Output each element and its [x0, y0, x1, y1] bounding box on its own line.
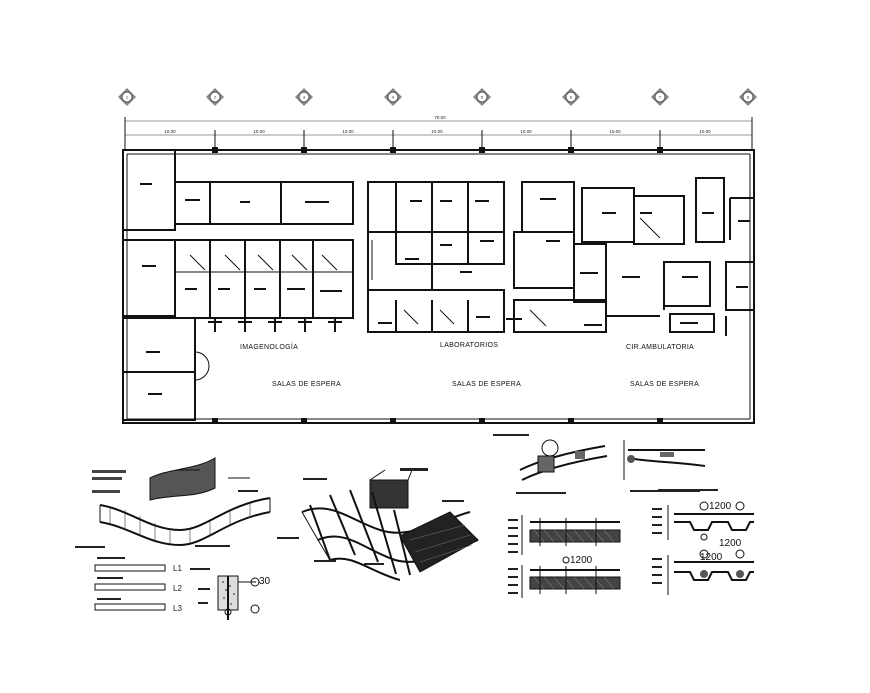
cir-ambulatoria-block: [513, 177, 755, 336]
zone-label-laboratorios: LABORATORIOS: [440, 342, 498, 349]
axis-label: 5: [481, 95, 484, 100]
waiting-room-right: SALAS DE ESPERA: [630, 381, 699, 388]
bay-dimension-3: 10.00: [342, 129, 354, 134]
section-legend: L1 L2 L3: [94, 557, 182, 613]
dimension-lines: 70.00 10.00 10.00 10.00 10.00 10.00 10.0…: [124, 115, 753, 150]
laboratorios-block: [367, 181, 505, 333]
axis-bubble-1: 1: [118, 88, 136, 106]
canopy-detail-center: [277, 468, 479, 581]
structural-columns: [212, 147, 663, 424]
axis-label: 1: [126, 95, 129, 100]
panel-dimension-right-mid: 1200: [719, 538, 742, 549]
axis-label: 6: [570, 95, 573, 100]
zone-label-cir-ambulatoria: CIR.AMBULATORIA: [626, 344, 694, 351]
overall-dimension: 70.00: [434, 115, 446, 120]
zone-label-imagenologia: IMAGENOLOGÍA: [240, 342, 298, 351]
bay-dimension-4: 10.00: [431, 129, 443, 134]
bay-dimension-5: 10.00: [520, 129, 532, 134]
bay-dimension-ticks: [124, 117, 753, 150]
axis-label: 2: [214, 95, 217, 100]
panel-section-right: 1200 1200 1200: [652, 489, 754, 595]
bay-dimension-6: 10.00: [609, 129, 621, 134]
panel-dimension-right-bottom: 1200: [700, 552, 723, 563]
clip-detail-right: [623, 440, 706, 492]
bay-dimension-7: 10.00: [699, 129, 711, 134]
axis-bubble-2: 2: [206, 88, 224, 106]
room-tag-marks: [140, 183, 750, 395]
canopy-detail-left: [75, 457, 271, 548]
clip-detail-top: [493, 434, 608, 494]
panel-dimension-right-top: 1200: [709, 501, 732, 512]
axis-bubble-6: 6: [562, 88, 580, 106]
axis-label: 8: [747, 95, 750, 100]
axis-bubble-4: 4: [384, 88, 402, 106]
waiting-room-center: SALAS DE ESPERA: [452, 381, 521, 388]
axis-label: 4: [392, 95, 395, 100]
imagenologia-block: [122, 149, 354, 421]
bay-dimension-2: 10.00: [253, 129, 265, 134]
axis-bubbles: 1 2 3 4 5 6 7 8: [118, 88, 757, 106]
axis-label: 7: [659, 95, 662, 100]
anchor-detail: 30: [190, 568, 271, 620]
panel-dimension-top: 1200: [570, 555, 593, 566]
axis-label: 3: [303, 95, 306, 100]
svg-text:L2: L2: [173, 584, 182, 593]
axis-bubble-7: 7: [651, 88, 669, 106]
floor-plan: IMAGENOLOGÍA LABORATORIOS CIR.AMBULATORI…: [122, 147, 755, 424]
svg-text:L3: L3: [173, 604, 182, 613]
svg-text:L1: L1: [173, 564, 182, 573]
waiting-room-left: SALAS DE ESPERA: [272, 381, 341, 388]
axis-bubble-5: 5: [473, 88, 491, 106]
panel-section-left: 1200: [508, 515, 621, 598]
axis-bubble-8: 8: [739, 88, 757, 106]
bay-dimension-1: 10.00: [164, 129, 176, 134]
axis-bubble-3: 3: [295, 88, 313, 106]
anchor-dimension: 30: [259, 576, 271, 587]
